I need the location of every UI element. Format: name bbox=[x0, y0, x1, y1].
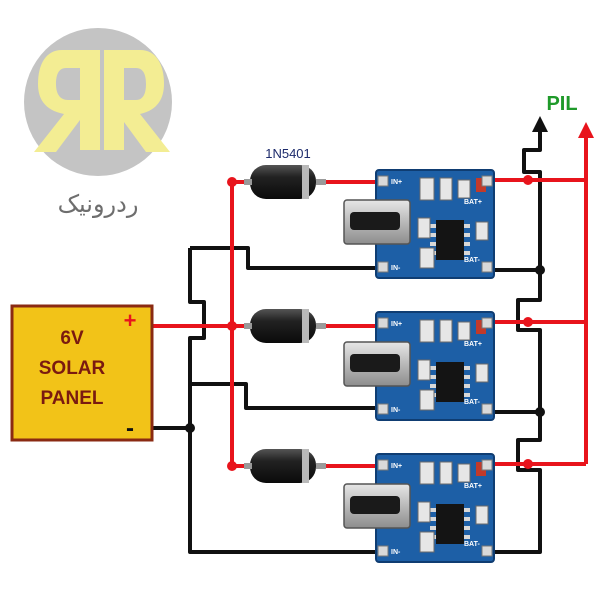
diode-1 bbox=[244, 165, 326, 199]
brand-logo: ردرونیک bbox=[24, 28, 172, 218]
smd-component bbox=[439, 177, 453, 201]
smd-component bbox=[439, 461, 453, 485]
smd-component bbox=[475, 505, 489, 525]
solder-pad bbox=[481, 317, 493, 329]
pin-label-in-minus: IN- bbox=[391, 407, 401, 414]
pin-label-in-plus: IN+ bbox=[391, 179, 402, 186]
usb-port-opening bbox=[350, 354, 400, 372]
pin-label-in-plus: IN+ bbox=[391, 463, 402, 470]
led-indicator bbox=[476, 462, 486, 476]
diode-lead bbox=[244, 323, 252, 329]
solder-pad bbox=[377, 175, 389, 187]
diode-lead bbox=[316, 463, 326, 469]
smd-component bbox=[419, 319, 435, 343]
solar-panel-line1: 6V bbox=[60, 328, 84, 349]
left-negative-trunk bbox=[188, 248, 380, 554]
pin-label-bat-plus: BAT+ bbox=[464, 341, 482, 348]
solar-panel-line3: PANEL bbox=[41, 388, 104, 409]
brand-text: ردرونیک bbox=[58, 190, 139, 218]
charger-boards: IN+ IN- BAT+ BAT- IN+ IN- BAT+ BAT- IN+ IN- BAT+ BA… bbox=[343, 169, 495, 563]
diode-label: 1N5401 bbox=[265, 146, 311, 161]
pin-label-in-minus: IN- bbox=[391, 265, 401, 272]
logo-letters bbox=[34, 50, 170, 152]
solar-panel: 6V SOLAR PANEL + - bbox=[10, 304, 154, 442]
pin-label-bat-plus: BAT+ bbox=[464, 199, 482, 206]
usb-port-opening bbox=[350, 212, 400, 230]
pin-label-bat-minus: BAT- bbox=[464, 399, 480, 406]
solar-panel-line2: SOLAR bbox=[39, 358, 106, 379]
smd-component bbox=[457, 321, 471, 341]
junction-dots bbox=[185, 175, 545, 471]
led-indicator bbox=[476, 320, 486, 334]
solder-pad bbox=[481, 403, 493, 415]
pil-label: PIL bbox=[546, 93, 577, 115]
diode-lead bbox=[316, 323, 326, 329]
diode-body bbox=[250, 309, 316, 343]
diode-lead bbox=[244, 179, 252, 185]
pil-negative-arrow bbox=[532, 116, 548, 132]
led-indicator bbox=[476, 178, 486, 192]
smd-component bbox=[419, 531, 435, 553]
charger-ic bbox=[430, 220, 470, 260]
smd-component bbox=[457, 179, 471, 199]
smd-component bbox=[439, 319, 453, 343]
solder-pad bbox=[377, 317, 389, 329]
solder-pad bbox=[481, 459, 493, 471]
diodes bbox=[244, 165, 326, 483]
pin-label-bat-plus: BAT+ bbox=[464, 483, 482, 490]
solar-panel-minus: - bbox=[126, 415, 134, 442]
smd-component bbox=[419, 389, 435, 411]
charger-board-3: IN+ IN- BAT+ BAT- bbox=[343, 453, 495, 563]
solder-pad bbox=[481, 261, 493, 273]
smd-component bbox=[475, 221, 489, 241]
diode-lead bbox=[244, 463, 252, 469]
solder-pad bbox=[377, 403, 389, 415]
ground-top-run bbox=[190, 246, 380, 270]
usb-port-opening bbox=[350, 496, 400, 514]
diode-cathode-band bbox=[302, 165, 309, 199]
pil-negative-lead bbox=[522, 128, 542, 270]
smd-component bbox=[419, 247, 435, 269]
smd-component bbox=[417, 501, 431, 523]
diode-cathode-band bbox=[302, 449, 309, 483]
diode-body bbox=[250, 449, 316, 483]
pin-label-bat-minus: BAT- bbox=[464, 257, 480, 264]
smd-component bbox=[419, 461, 435, 485]
ground-mid-run bbox=[190, 382, 380, 410]
smd-component bbox=[475, 363, 489, 383]
pil-positive-arrow bbox=[578, 122, 594, 138]
solder-pad bbox=[377, 459, 389, 471]
smd-component bbox=[417, 217, 431, 239]
solder-pad bbox=[481, 175, 493, 187]
pin-label-in-minus: IN- bbox=[391, 549, 401, 556]
charger-ic bbox=[430, 362, 470, 402]
diode-body bbox=[250, 165, 316, 199]
solar-panel-plus: + bbox=[124, 308, 137, 333]
diode-lead bbox=[316, 179, 326, 185]
diode-2 bbox=[244, 309, 326, 343]
solder-pad bbox=[481, 545, 493, 557]
charger-board-1: IN+ IN- BAT+ BAT- bbox=[343, 169, 495, 279]
pin-label-in-plus: IN+ bbox=[391, 321, 402, 328]
charger-board-2: IN+ IN- BAT+ BAT- bbox=[343, 311, 495, 421]
diode-3 bbox=[244, 449, 326, 483]
diode-cathode-band bbox=[302, 309, 309, 343]
charger-ic bbox=[430, 504, 470, 544]
solder-pad bbox=[377, 545, 389, 557]
pin-label-bat-minus: BAT- bbox=[464, 541, 480, 548]
smd-component bbox=[419, 177, 435, 201]
smd-component bbox=[457, 463, 471, 483]
smd-component bbox=[417, 359, 431, 381]
solder-pad bbox=[377, 261, 389, 273]
